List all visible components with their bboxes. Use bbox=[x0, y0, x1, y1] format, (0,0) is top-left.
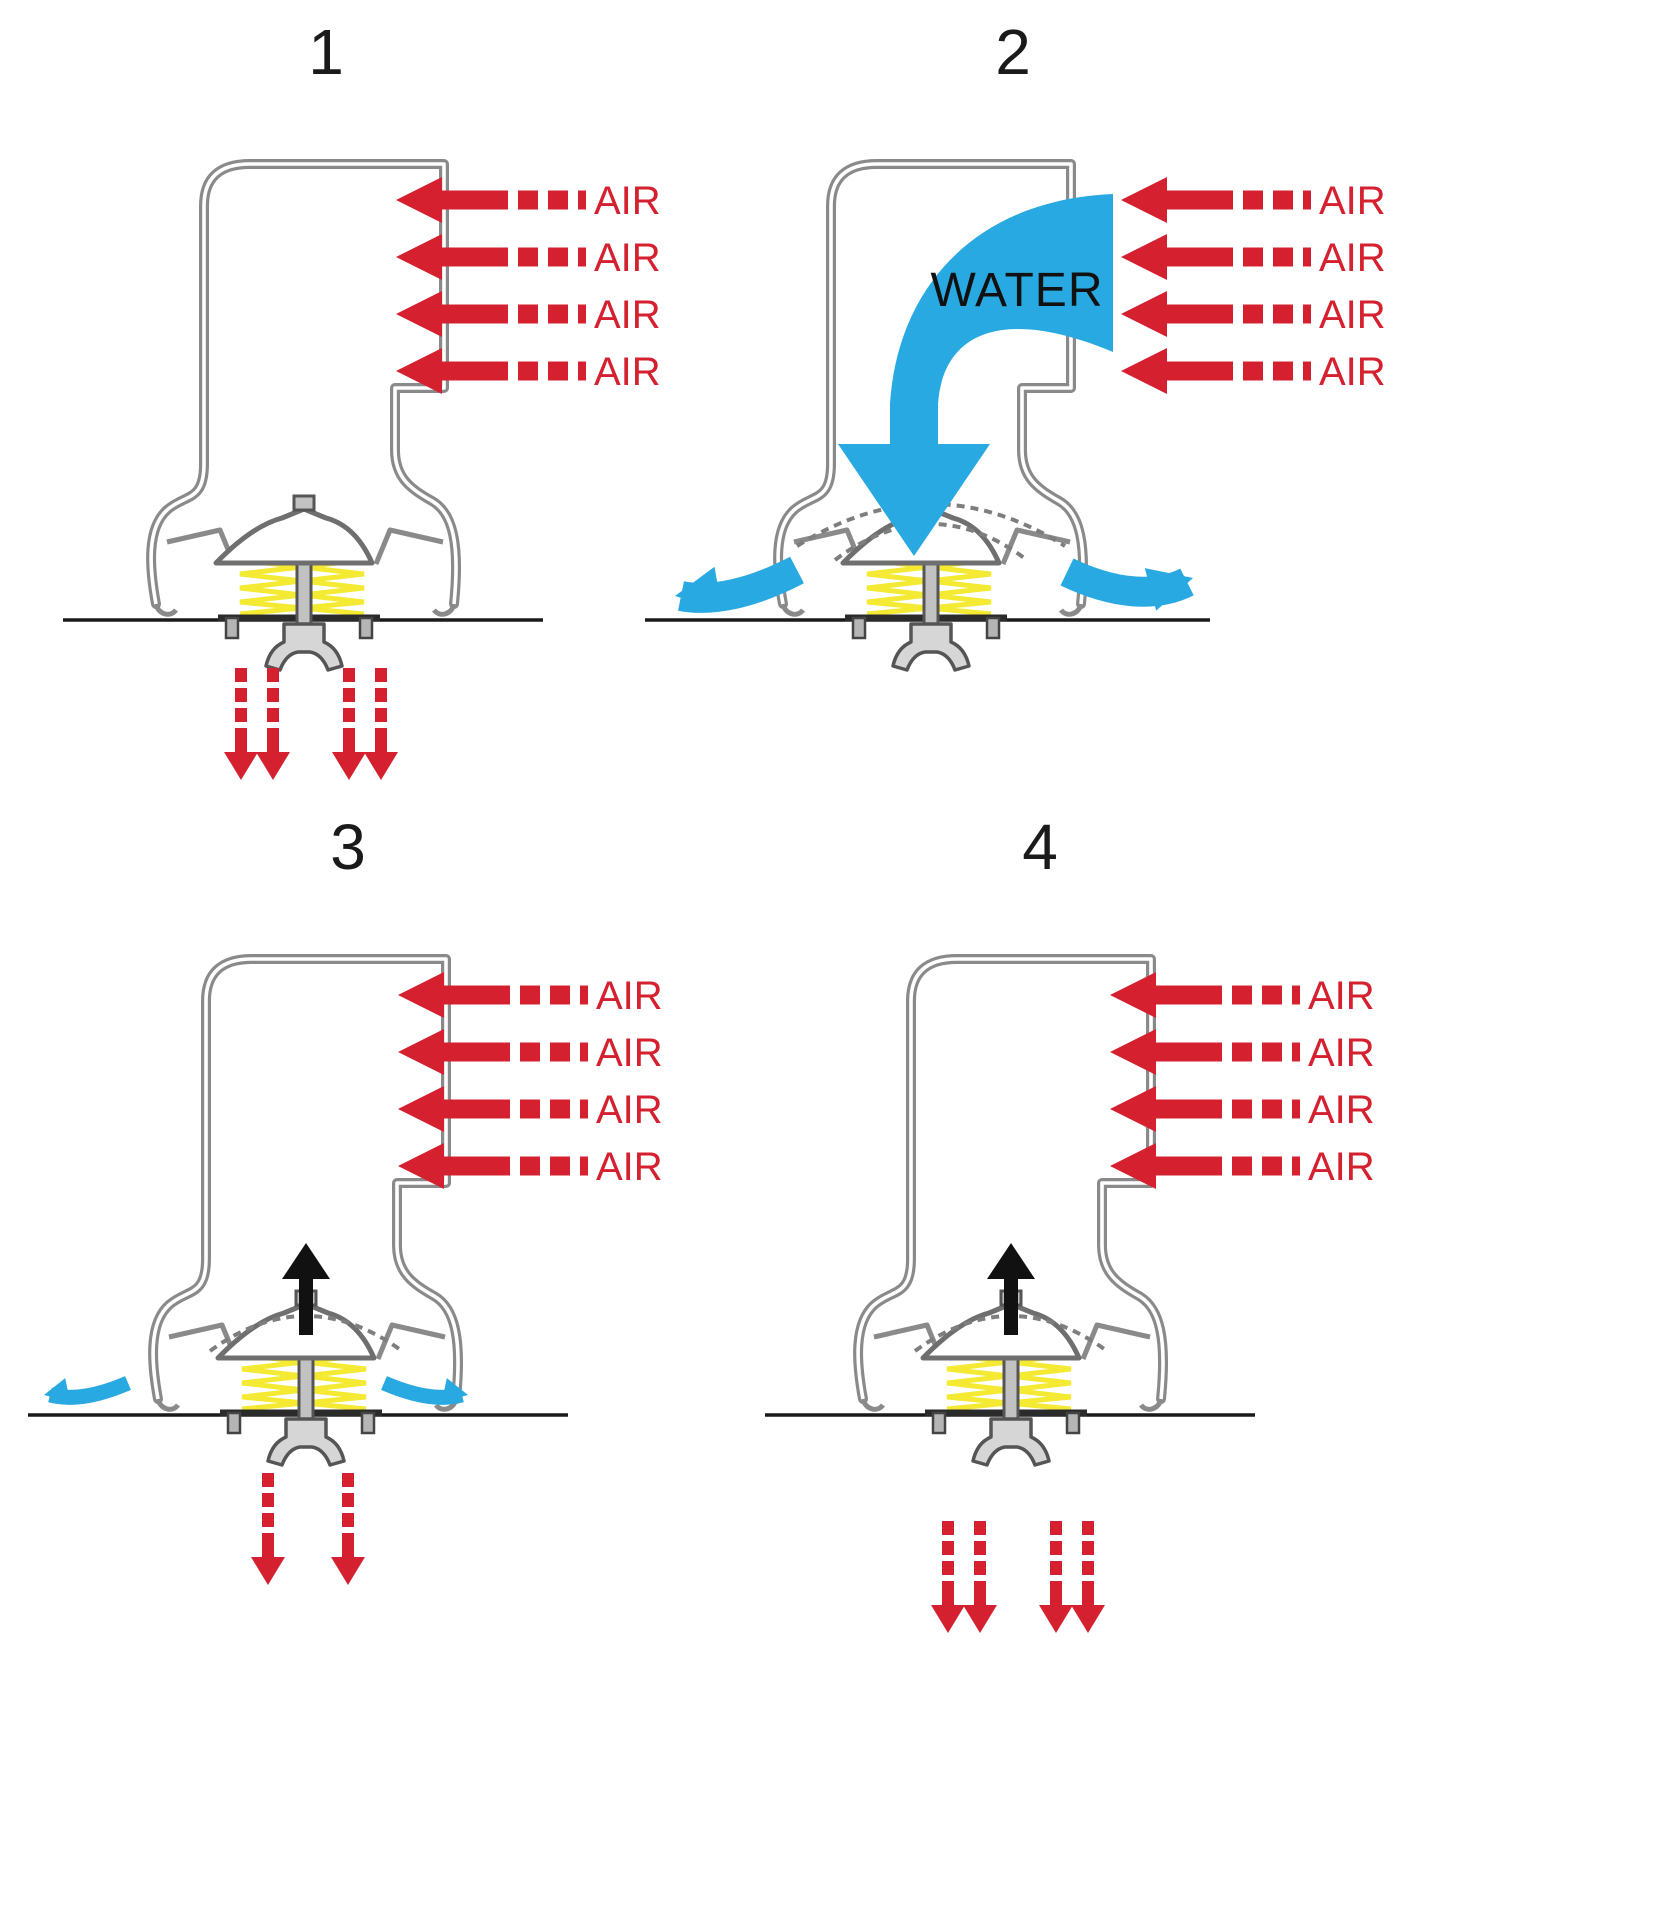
panel-4: 4 AIR AIR AIR AIR bbox=[765, 811, 1375, 1633]
valve-cross-section bbox=[151, 164, 456, 670]
air-inlet-arrows bbox=[396, 177, 586, 394]
air-label: AIR bbox=[1319, 236, 1386, 280]
air-outlet-arrows bbox=[931, 1521, 1105, 1633]
air-arrow-icon bbox=[1121, 234, 1311, 280]
down-arrow-icon bbox=[931, 1521, 965, 1633]
air-label: AIR bbox=[1308, 1145, 1375, 1189]
down-arrow-icon bbox=[963, 1521, 997, 1633]
air-label: AIR bbox=[594, 236, 661, 280]
water-flow-arrow bbox=[838, 194, 1113, 556]
valve-cross-section bbox=[858, 959, 1163, 1465]
air-label: AIR bbox=[596, 1088, 663, 1132]
down-arrow-icon bbox=[1039, 1521, 1073, 1633]
air-arrow-icon bbox=[396, 291, 586, 337]
air-arrow-icon bbox=[1110, 972, 1300, 1018]
panel-number: 1 bbox=[308, 16, 344, 88]
panel-number: 3 bbox=[330, 811, 366, 883]
down-arrow-icon bbox=[224, 668, 258, 780]
air-label: AIR bbox=[596, 1031, 663, 1075]
air-label: AIR bbox=[1319, 350, 1386, 394]
air-label: AIR bbox=[594, 350, 661, 394]
panel-2: 2 WATER AIR AIR AIR AIR bbox=[645, 16, 1386, 670]
water-splash-arrows bbox=[671, 556, 1199, 618]
water-label: WATER bbox=[931, 264, 1104, 317]
air-inlet-arrows bbox=[1121, 177, 1311, 394]
air-arrow-icon bbox=[396, 177, 586, 223]
down-arrow-icon bbox=[1071, 1521, 1105, 1633]
air-label: AIR bbox=[1319, 179, 1386, 223]
air-outlet-arrows bbox=[224, 668, 398, 780]
air-inlet-arrows bbox=[398, 972, 588, 1189]
air-label: AIR bbox=[1308, 1088, 1375, 1132]
panel-number: 4 bbox=[1022, 811, 1058, 883]
air-arrow-icon bbox=[1110, 1086, 1300, 1132]
air-label: AIR bbox=[594, 293, 661, 337]
air-label: AIR bbox=[1319, 293, 1386, 337]
air-label: AIR bbox=[1308, 1031, 1375, 1075]
air-arrow-icon bbox=[398, 1086, 588, 1132]
air-arrow-icon bbox=[1121, 348, 1311, 394]
water-splash-arrows bbox=[41, 1376, 471, 1407]
panel-number: 2 bbox=[995, 16, 1031, 88]
down-arrow-icon bbox=[256, 668, 290, 780]
down-arrow-icon bbox=[331, 1473, 365, 1585]
air-arrow-icon bbox=[1121, 291, 1311, 337]
air-label: AIR bbox=[596, 974, 663, 1018]
air-arrow-icon bbox=[1121, 177, 1311, 223]
air-label: AIR bbox=[594, 179, 661, 223]
air-label: AIR bbox=[1308, 974, 1375, 1018]
down-arrow-icon bbox=[251, 1473, 285, 1585]
air-label: AIR bbox=[596, 1145, 663, 1189]
air-inlet-arrows bbox=[1110, 972, 1300, 1189]
air-arrow-icon bbox=[1110, 1029, 1300, 1075]
panel-1: 1 AIR AIR AIR AIR bbox=[63, 16, 661, 780]
panel-3: 3 AIR AIR AIR AIR bbox=[28, 811, 663, 1585]
air-arrow-icon bbox=[398, 972, 588, 1018]
down-arrow-icon bbox=[332, 668, 366, 780]
air-arrow-icon bbox=[398, 1029, 588, 1075]
down-arrow-icon bbox=[364, 668, 398, 780]
air-outlet-arrows bbox=[251, 1473, 365, 1585]
air-arrow-icon bbox=[396, 234, 586, 280]
